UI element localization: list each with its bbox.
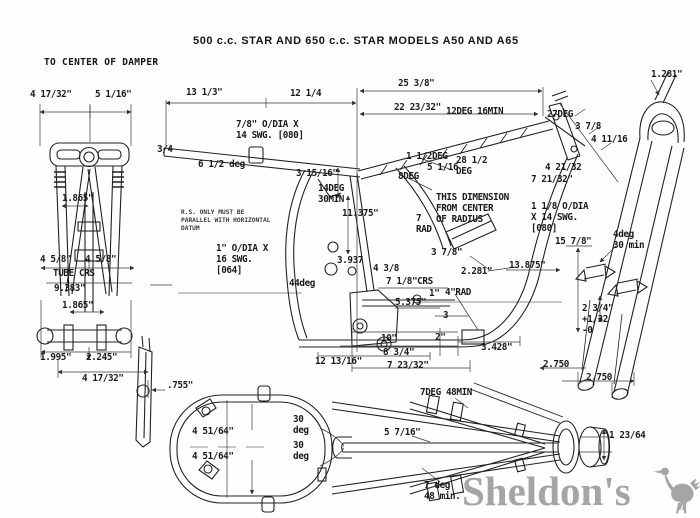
fork-view-art: [574, 71, 685, 400]
dim-label: 28 1/2 DEG: [456, 155, 488, 177]
rear-view-caption: TO CENTER OF DAMPER: [44, 57, 159, 68]
dim-label: 4"RAD: [445, 287, 471, 298]
dim-label: 5 1/16": [95, 89, 132, 100]
tube-spec-label: 7/8" O/DIA X 14 SWG. [080]: [236, 119, 304, 141]
dim-label: 8DEG: [398, 171, 419, 182]
rear-view-art: [36, 142, 153, 448]
dim-label: 1 1/2DEG: [406, 151, 448, 162]
dim-label: 44deg: [289, 278, 315, 289]
dim-label: 13 1/3": [186, 87, 223, 98]
dim-label: 2.750: [543, 359, 569, 370]
tube-spec-label: 1" O/DIA X 16 SWG. [064]: [216, 243, 268, 276]
drawing-title: 500 c.c. STAR AND 650 c.c. STAR MODELS A…: [193, 35, 519, 47]
dim-label: 2.281": [461, 266, 493, 277]
dim-label: 9.383": [54, 283, 86, 294]
dim-label: 5 7/16": [384, 427, 421, 438]
angle-label: 30 deg: [293, 414, 309, 436]
dim-label: 4 51/64": [192, 451, 234, 462]
plan-view-art: [169, 382, 611, 513]
dim-label: 10": [381, 333, 397, 344]
dim-label: 1.865": [62, 193, 94, 204]
dim-label: 2.245": [86, 352, 118, 363]
dim-label: 4 17/32": [30, 89, 72, 100]
dim-label: 12 13/16": [315, 356, 362, 367]
dim-label: 3/4: [157, 144, 173, 155]
fork-view-dim-lines: [506, 79, 660, 398]
dim-label: 4 17/32": [82, 373, 124, 384]
dim-label: 3.937: [337, 255, 363, 266]
dim-label: 4 11/16: [591, 134, 628, 145]
dim-label: 3 15/16": [296, 168, 338, 179]
dim-label: .755": [167, 380, 193, 391]
dim-label: 3 7/8: [575, 121, 601, 132]
tube-spec-label: 1 1/8 O/DIA X 14 SWG. [080]: [531, 201, 589, 234]
rear-view-dim-lines: [40, 104, 172, 398]
dim-label: 6 1/2 deg: [198, 159, 245, 170]
dim-label: 5.375": [395, 297, 427, 308]
dim-label: 2.750: [586, 372, 612, 383]
dim-label: 1.281": [651, 69, 683, 80]
dim-label: 3.428": [481, 342, 513, 353]
dim-label: 1.865": [62, 300, 94, 311]
dimension-note: THIS DIMENSION FROM CENTER OF RADIUS: [436, 192, 509, 225]
dim-label: 1.995": [40, 352, 72, 363]
datum-note: R.S. ONLY MUST BE PARALLEL WITH HORIZONT…: [181, 209, 271, 232]
dim-label: 4deg 30 min: [613, 229, 645, 251]
dim-label: 7 RAD: [416, 213, 432, 235]
dim-label: 7 21/32": [531, 174, 573, 185]
dim-label: 8 3/4": [383, 347, 415, 358]
side-view-dim-lines: [165, 87, 544, 372]
dim-label: TUBE CRS: [53, 268, 95, 279]
dim-label: 2": [435, 332, 446, 343]
dim-label: 5 1/16: [427, 162, 459, 173]
angle-label: 7DEG 48MIN: [420, 387, 472, 398]
dim-label: 1 23/64: [609, 430, 646, 441]
emu-silhouette-icon: [653, 467, 700, 514]
watermark-text: Sheldon's Emu: [462, 468, 631, 518]
dim-label: 4 3/8: [373, 263, 399, 274]
angle-label: 30 deg: [293, 440, 309, 462]
dim-label: 13.875": [509, 260, 546, 271]
dim-label: 3 7/8": [431, 247, 463, 258]
dim-label: 3: [443, 310, 449, 321]
dim-label: 7 1/8"CRS: [386, 276, 433, 287]
dim-label: 4 21/32: [545, 162, 582, 173]
dim-label: 14DEG 30MIN: [318, 183, 344, 205]
dim-label: 12 1/4: [290, 88, 322, 99]
dim-label: 25 3/8": [398, 78, 435, 89]
dim-label: 4 51/64": [192, 426, 234, 437]
dim-label: 12DEG 16MIN: [446, 106, 504, 117]
dim-label: 4 5/8": [85, 254, 117, 265]
dim-label: 22 23/32": [394, 102, 441, 113]
tolerance-label: 2 3/4" +1/32 -0: [582, 303, 614, 336]
dim-label: 7 23/32": [387, 360, 429, 371]
dim-label: 15 7/8": [555, 236, 592, 247]
dim-label: 1": [429, 288, 440, 299]
plan-view-dim-lines: [252, 397, 612, 494]
dim-label: 4 5/8": [40, 254, 72, 265]
dim-label: 27DEG: [547, 109, 573, 120]
dim-label: 11.375": [342, 208, 379, 219]
angle-label: 7 deg 48 min.: [424, 480, 461, 502]
